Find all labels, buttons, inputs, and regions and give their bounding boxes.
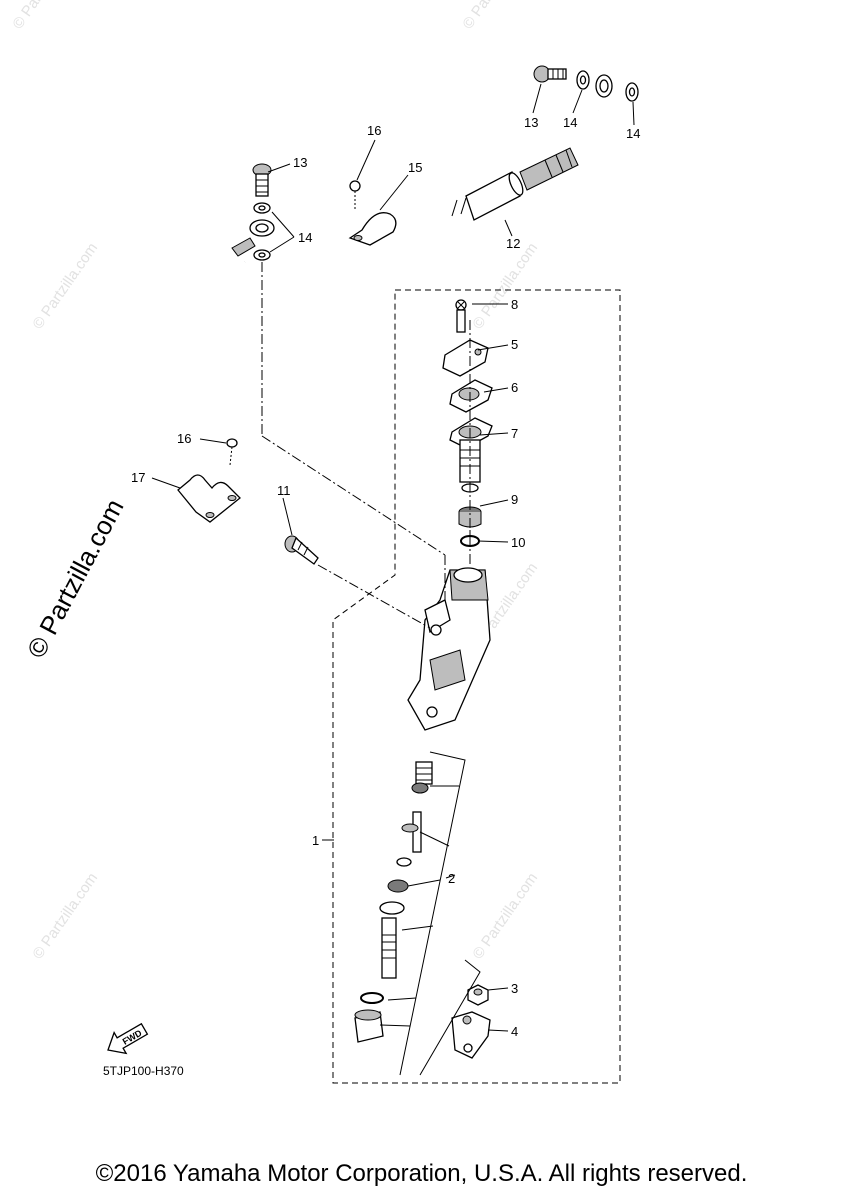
assembly-guide-lines — [261, 262, 471, 629]
watermark-text: © Partzilla.com — [469, 870, 541, 963]
label-2: 2 — [448, 871, 455, 886]
diagram-code: 5TJP100-H370 — [103, 1064, 184, 1078]
forward-arrow-icon: FWD — [107, 1022, 149, 1055]
label-15: 15 — [408, 160, 422, 175]
reference-brackets — [330, 751, 481, 1076]
label-14-top-a: 14 — [563, 115, 577, 130]
label-4: 4 — [511, 1024, 518, 1039]
watermark-text: © Partzilla.com — [29, 870, 101, 963]
leader-lines — [151, 83, 635, 1032]
copper-washers-top — [576, 70, 639, 102]
clevis — [451, 1011, 491, 1059]
label-6: 6 — [511, 380, 518, 395]
diaphragm-plate — [449, 379, 493, 413]
assembly-boundary — [332, 289, 621, 1084]
union-bolt-top — [533, 65, 567, 83]
lock-nut — [467, 984, 489, 1006]
master-cylinder-body — [407, 567, 491, 731]
reservoir-screw — [455, 299, 467, 333]
watermark-text: © Partzilla.com — [9, 0, 81, 32]
watermark-text: © Partzilla.com — [469, 240, 541, 333]
piston-kit — [354, 761, 433, 1043]
reservoir-cap — [442, 339, 489, 377]
label-14-top-b: 14 — [626, 126, 640, 141]
label-3: 3 — [511, 981, 518, 996]
label-5: 5 — [511, 337, 518, 352]
label-9: 9 — [511, 492, 518, 507]
watermark-text: © Partzilla.com — [29, 240, 101, 333]
label-7: 7 — [511, 426, 518, 441]
label-16-bottom: 16 — [177, 431, 191, 446]
label-13-top: 13 — [524, 115, 538, 130]
hose-clamp-bottom — [177, 438, 241, 523]
label-14-left: 14 — [298, 230, 312, 245]
watermark-text: © Partzilla.com — [459, 0, 531, 32]
label-10: 10 — [511, 535, 525, 550]
mounting-bolt — [284, 535, 319, 565]
label-13-left: 13 — [293, 155, 307, 170]
union-bolt-left — [252, 163, 272, 261]
hose-clamp-top — [348, 180, 397, 246]
label-16-top: 16 — [367, 123, 381, 138]
label-1: 1 — [312, 833, 319, 848]
diaphragm — [449, 417, 493, 493]
label-11: 11 — [277, 483, 291, 498]
label-12: 12 — [506, 236, 520, 251]
label-17: 17 — [131, 470, 145, 485]
brake-hose — [97, 74, 613, 408]
label-8: 8 — [511, 297, 518, 312]
part-labels: 8 5 6 7 9 10 2 3 4 1 12 13 14 14 13 14 1… — [131, 115, 640, 1039]
partzilla-watermark: © Partzilla.com — [21, 494, 130, 663]
copyright-notice: ©2016 Yamaha Motor Corporation, U.S.A. A… — [95, 1160, 748, 1187]
